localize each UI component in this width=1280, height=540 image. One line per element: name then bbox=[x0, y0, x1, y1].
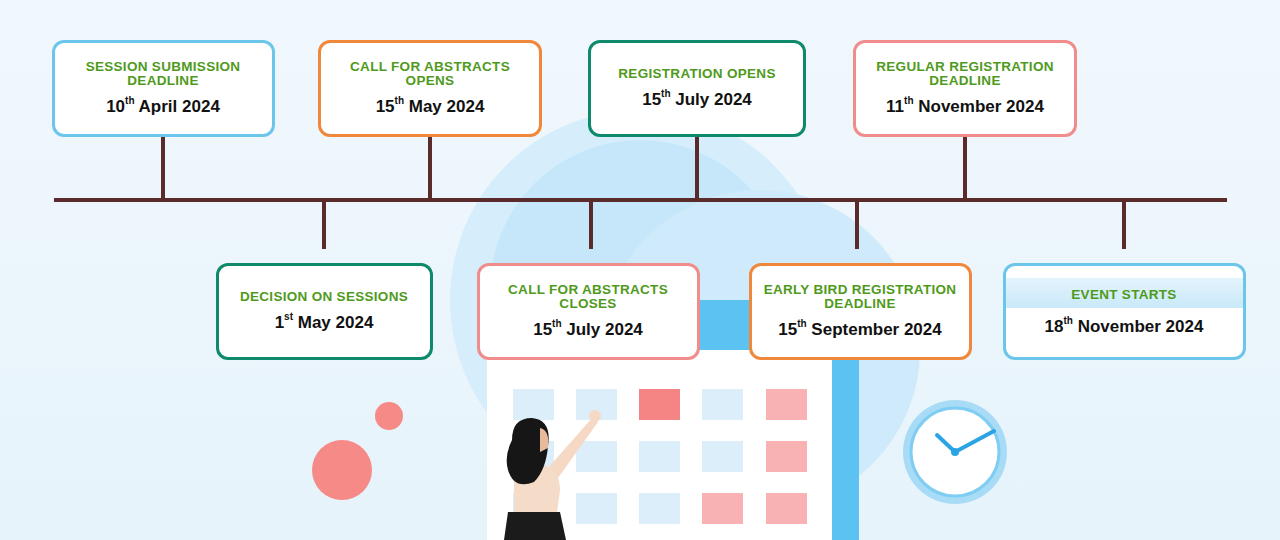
timeline-axis bbox=[54, 136, 1227, 249]
milestone-title: EARLY BIRD REGISTRATION DEADLINE bbox=[762, 283, 959, 311]
milestone-title: REGULAR REGISTRATION DEADLINE bbox=[866, 60, 1064, 88]
clock-icon bbox=[903, 400, 1007, 504]
milestone-date: 15th May 2024 bbox=[376, 97, 485, 117]
milestone-title: EVENT STARTS bbox=[1006, 278, 1243, 308]
milestone-box: EARLY BIRD REGISTRATION DEADLINE 15th Sep… bbox=[749, 263, 972, 360]
milestone-box: SESSION SUBMISSION DEADLINE 10th April 20… bbox=[52, 40, 275, 137]
woman-figure bbox=[504, 410, 601, 540]
milestone-date: 15th July 2024 bbox=[642, 90, 752, 110]
milestone-title: REGISTRATION OPENS bbox=[618, 67, 775, 81]
milestone-title: SESSION SUBMISSION DEADLINE bbox=[65, 60, 262, 88]
milestone-box: REGISTRATION OPENS 15th July 2024 bbox=[588, 40, 806, 137]
milestone-date: 1st May 2024 bbox=[275, 313, 374, 333]
milestone-date: 15th September 2024 bbox=[778, 320, 942, 340]
milestone-title: DECISION ON SESSIONS bbox=[240, 290, 408, 304]
milestone-box: REGULAR REGISTRATION DEADLINE 11th Novemb… bbox=[853, 40, 1077, 137]
milestone-title: CALL FOR ABSTRACTS OPENS bbox=[331, 60, 529, 88]
milestone-title: CALL FOR ABSTRACTS CLOSES bbox=[490, 283, 687, 311]
milestone-box: CALL FOR ABSTRACTS CLOSES 15th July 2024 bbox=[477, 263, 700, 360]
milestone-box: EVENT STARTS 18th November 2024 bbox=[1003, 263, 1246, 360]
decor-dot bbox=[375, 402, 403, 430]
milestone-date: 15th July 2024 bbox=[533, 320, 643, 340]
milestone-date: 11th November 2024 bbox=[886, 97, 1044, 117]
milestone-date: 10th April 2024 bbox=[106, 97, 220, 117]
milestone-box: DECISION ON SESSIONS 1st May 2024 bbox=[216, 263, 433, 360]
milestone-box: CALL FOR ABSTRACTS OPENS 15th May 2024 bbox=[318, 40, 542, 137]
milestone-date: 18th November 2024 bbox=[1045, 317, 1204, 337]
decor-dot bbox=[312, 440, 372, 500]
